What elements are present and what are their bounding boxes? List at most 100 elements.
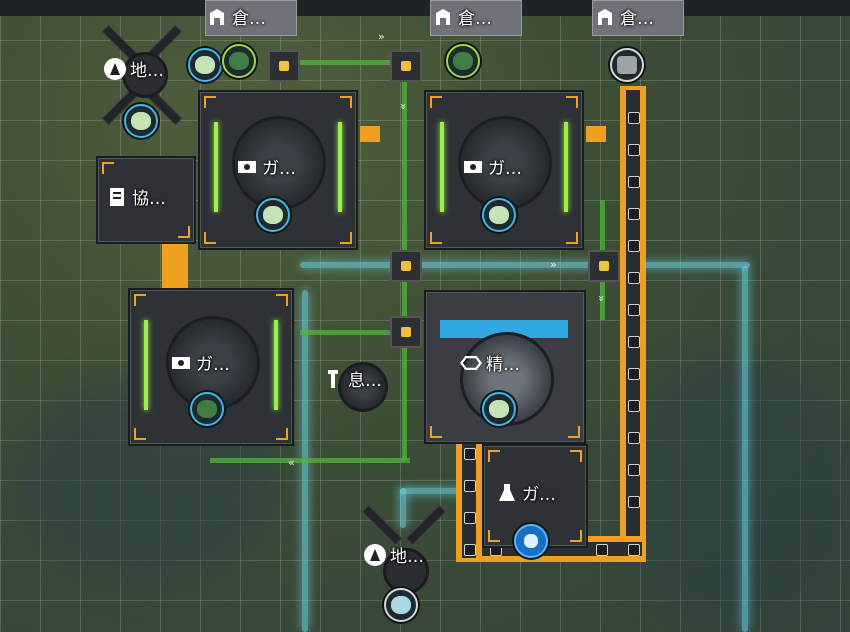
belt-item [464,512,476,524]
rest-pad[interactable] [338,362,388,412]
label-generator-2: ガ… [462,154,522,179]
label-generator-4: ガ… [496,480,556,505]
label-text: 地… [390,547,424,567]
item-dark-ore [446,44,480,78]
label-text: 倉… [458,9,492,29]
item-cylinder [610,48,644,82]
label-depot-2: 倉… [432,4,492,29]
generator-icon [170,352,192,374]
generator-icon [236,156,258,178]
belt-item [628,304,640,316]
item-blue-ore [384,588,418,622]
item-pale-ore [188,48,222,82]
belt-item [628,496,640,508]
item-pale-ore [482,392,516,426]
belt-item [628,336,640,348]
belt-item [628,432,640,444]
label-miner-2: 地… [364,542,424,567]
depot-3[interactable] [592,0,684,36]
label-text: 精… [486,355,520,375]
flow-arrow-icon: » [378,30,385,43]
flow-arrow-icon: » [594,295,608,302]
belt-item [628,544,640,556]
belt-item [464,480,476,492]
pipe [210,458,410,463]
drill-icon [364,543,386,566]
refinery[interactable] [424,290,586,444]
belt-item [628,272,640,284]
label-depot-3: 倉… [594,4,654,29]
belt-item [596,544,608,556]
label-generator-3: ガ… [170,350,230,375]
label-generator-1: ガ… [236,154,296,179]
pylon-strut [361,504,403,546]
label-refinery: 精… [460,350,520,375]
flow-arrow-icon: » [550,258,557,271]
belt-stub [586,126,606,142]
flow-arrow-icon: « [288,456,295,469]
item-pale-ore [482,198,516,232]
label-depot-1: 倉… [206,4,266,29]
belt-item [628,176,640,188]
item-blue-fluid [514,524,548,558]
pipe [300,60,420,65]
top-edge [0,0,850,16]
connector[interactable] [588,250,620,282]
label-rest-pad: 息… [322,366,382,391]
label-text: 倉… [232,9,266,29]
assembler-icon [106,186,128,208]
label-text: ガ… [262,159,296,179]
label-miner-1: 地… [104,56,164,81]
flask-icon [496,482,518,504]
storage-depot-icon [432,6,454,28]
connector[interactable] [390,50,422,82]
belt-item [628,240,640,252]
label-text: ガ… [196,355,230,375]
water-stream [400,488,480,494]
water-stream [640,262,750,268]
generator-icon [462,156,484,178]
fog [620,360,850,620]
miner-2[interactable] [383,548,429,594]
water-stream [300,262,640,268]
label-text: ガ… [488,159,522,179]
belt-track [626,90,640,556]
label-text: ガ… [522,485,556,505]
belt-stub [360,126,380,142]
depot-2[interactable] [430,0,522,36]
belt-item [464,448,476,460]
belt-item [628,208,640,220]
flow-arrow-icon: » [396,103,410,110]
refinery-banner [440,320,568,338]
water-stream [742,266,748,632]
pylon-strut [405,504,447,546]
water-stream [400,488,406,528]
connector[interactable] [390,250,422,282]
storage-depot-icon [206,6,228,28]
label-text: 地… [130,61,164,81]
belt-item [628,464,640,476]
belt-item [464,544,476,556]
label-text: 倉… [620,9,654,29]
label-text: 息… [348,371,382,391]
storage-depot-icon [594,6,616,28]
label-assembler: 協… [106,184,166,209]
label-text: 協… [132,189,166,209]
item-pale-ore [124,104,158,138]
conveyor-belt[interactable] [162,236,188,296]
drill-icon [104,57,126,80]
item-dark-ore [222,44,256,78]
belt-item [628,112,640,124]
refinery-icon [460,352,482,374]
belt-track [462,436,476,558]
item-dark-ore [190,392,224,426]
relay-icon [322,368,344,390]
belt-item [628,368,640,380]
connector[interactable] [268,50,300,82]
pipe [300,330,410,335]
belt-item [628,144,640,156]
belt-item [628,400,640,412]
connector[interactable] [390,316,422,348]
item-pale-ore [256,198,290,232]
